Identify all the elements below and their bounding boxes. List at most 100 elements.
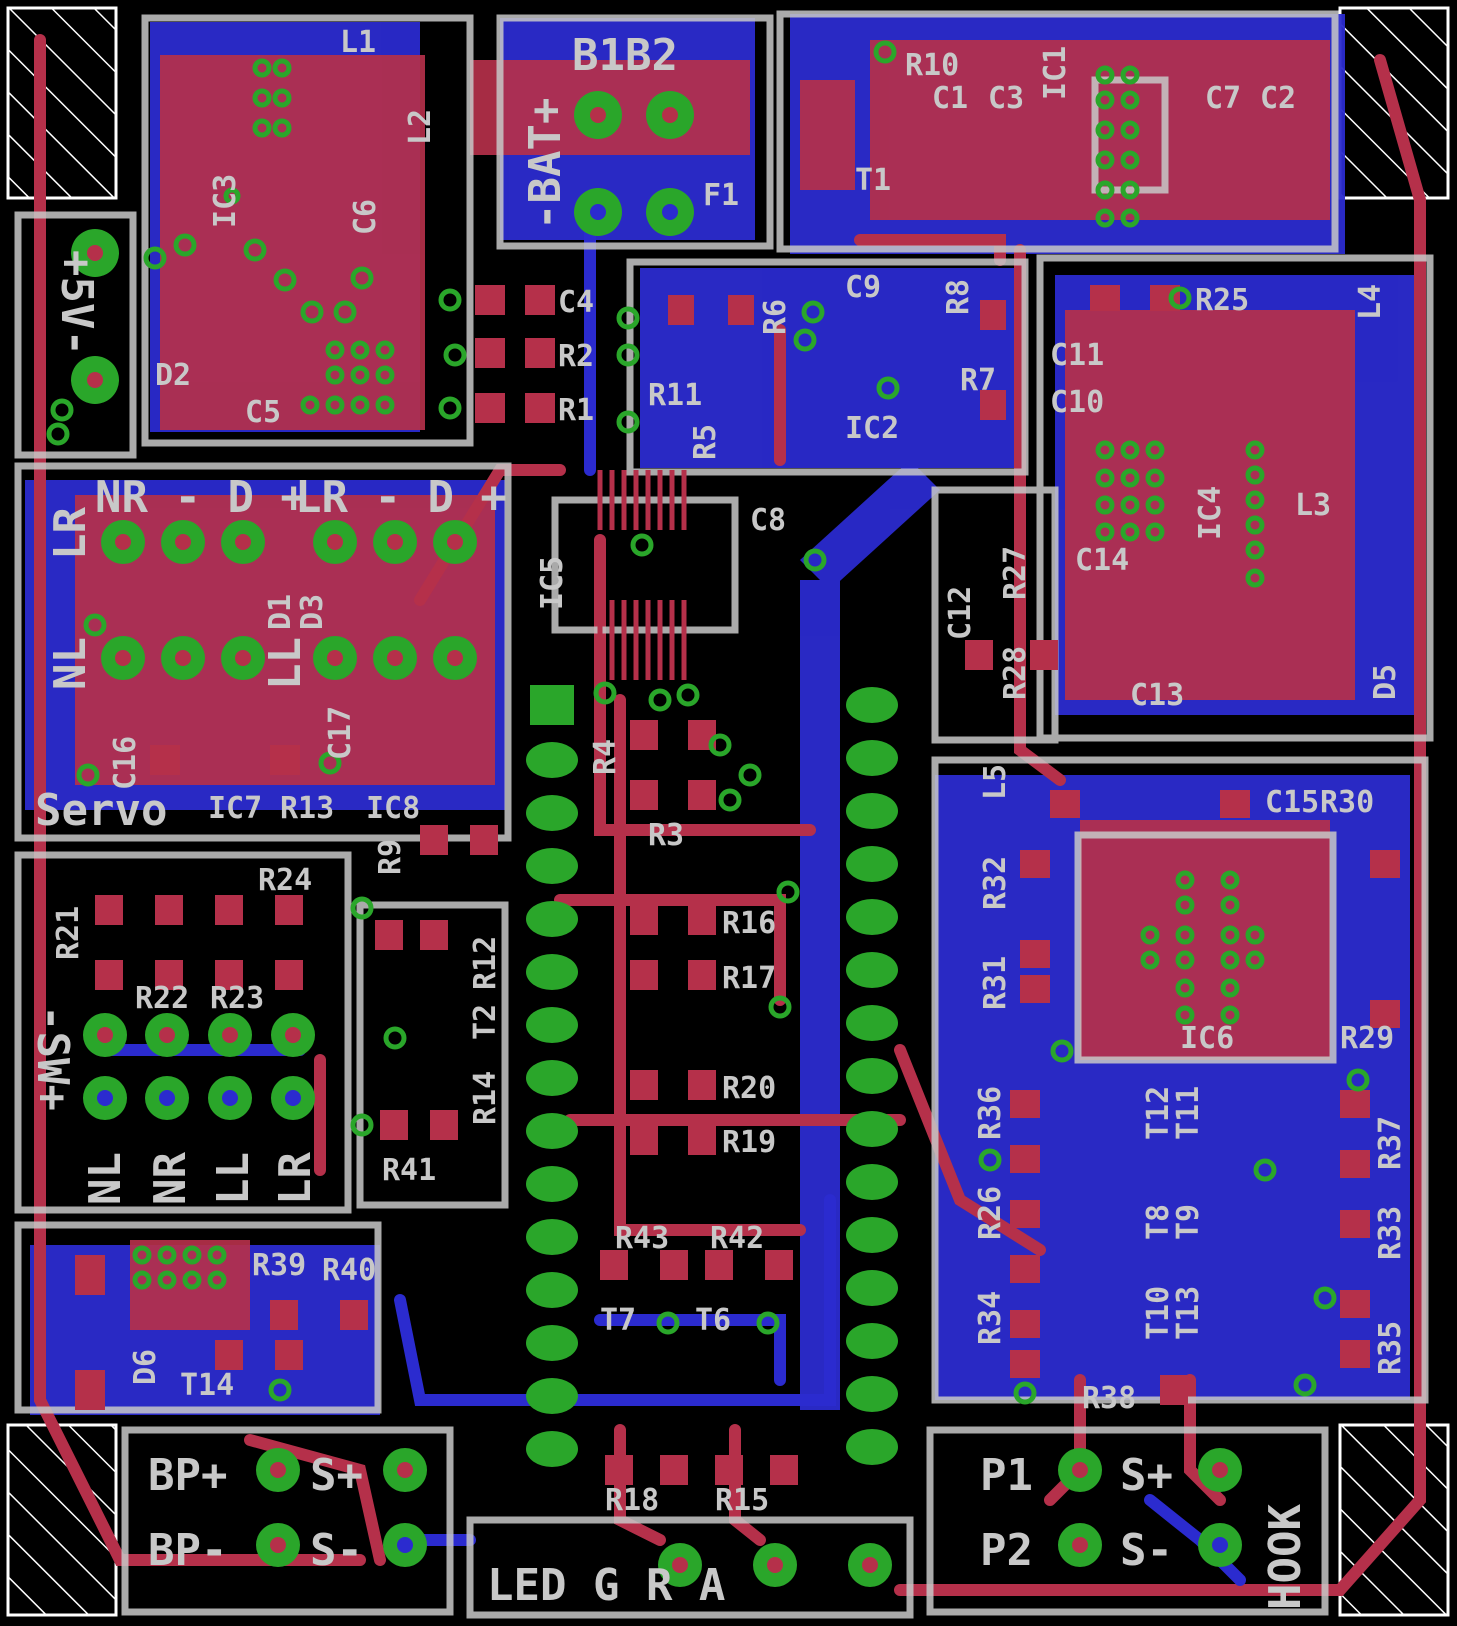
label-s-minus-right: S- (1120, 1525, 1173, 1576)
ref-label: R14 (468, 1071, 503, 1125)
ref-label: T1 (855, 163, 891, 198)
ref-label: IC7 (208, 791, 262, 826)
ref-label: R42 (710, 1221, 764, 1256)
ref-label: R16 (722, 906, 776, 941)
ref-label: T11 (1171, 1086, 1206, 1140)
ref-label: D3 (295, 594, 330, 630)
ref-label: L5 (978, 764, 1013, 800)
ref-label: R10 (905, 48, 959, 83)
ref-label: IC5 (535, 556, 570, 610)
ref-label: C17 (323, 706, 358, 760)
ref-label: T6 (695, 1303, 731, 1338)
ref-label: R25 (1195, 283, 1249, 318)
label-nl: NL (45, 637, 96, 690)
ref-label: C4 (558, 285, 594, 320)
ref-label: R43 (615, 1221, 669, 1256)
ref-label: R28 (998, 646, 1033, 700)
header-pins-left (526, 685, 578, 1467)
ref-label: R27 (998, 546, 1033, 600)
label-nr-header: NR - D + (95, 472, 307, 523)
ref-label: R5 (688, 424, 723, 460)
ref-label: T8 (1141, 1204, 1176, 1240)
ref-label: R8 (941, 279, 976, 315)
ref-label: R12 (468, 936, 503, 990)
ref-label: T2 (468, 1004, 503, 1040)
ref-label: T13 (1171, 1286, 1206, 1340)
ref-label: C3 (988, 81, 1024, 116)
ref-label: R9 (373, 839, 408, 875)
component-labels: L1 L2 IC3 C6 D2 C5 C4 R2 R1 F1 R10 C1 C3… (51, 25, 1408, 1518)
ref-label: L3 (1295, 488, 1331, 523)
ref-label: C7 (1205, 81, 1241, 116)
ref-label: R1 (558, 393, 594, 428)
label-led: LED G R A (487, 1560, 725, 1611)
label-lr-bottom: LR (270, 1152, 321, 1205)
ref-label: T10 (1141, 1286, 1176, 1340)
ref-label: R40 (322, 1253, 376, 1288)
ref-label: R4 (588, 739, 623, 775)
ref-label: R39 (252, 1248, 306, 1283)
label-bp-minus: BP- (148, 1525, 227, 1576)
ref-label: T9 (1171, 1204, 1206, 1240)
ref-label: R23 (210, 981, 264, 1016)
ref-label: C16 (108, 736, 143, 790)
ref-label: C9 (845, 270, 881, 305)
label-lr-header: LR - D + (295, 472, 507, 523)
ic5-pins (597, 470, 687, 680)
ref-label: IC6 (1180, 1021, 1234, 1056)
header-pins-right (846, 687, 898, 1465)
ref-label: C2 (1260, 81, 1296, 116)
ref-label: L4 (1353, 284, 1388, 320)
ref-label: IC3 (208, 174, 243, 228)
ref-label: R2 (558, 339, 594, 374)
ref-label: F1 (703, 178, 739, 213)
ref-label: R21 (51, 906, 86, 960)
ref-label: R13 (280, 791, 334, 826)
ref-label: R3 (648, 818, 684, 853)
label-s-plus: S+ (310, 1450, 363, 1501)
ref-label: R6 (758, 299, 793, 335)
ref-label: R19 (722, 1125, 776, 1160)
ref-label: C10 (1050, 385, 1104, 420)
ref-label: R17 (722, 961, 776, 996)
ref-label: IC8 (366, 791, 420, 826)
vias (46, 40, 1370, 1405)
ref-label: R32 (978, 856, 1013, 910)
ref-label: R18 (605, 1483, 659, 1518)
label-ll: LL (260, 637, 311, 690)
ref-label: D6 (128, 1349, 163, 1385)
ref-label: R11 (648, 378, 702, 413)
label-sw: -SW+ (27, 1005, 78, 1111)
ref-label: C15 (1265, 785, 1319, 820)
ref-label: D2 (155, 358, 191, 393)
ref-label: IC2 (845, 411, 899, 446)
ref-label: R22 (135, 981, 189, 1016)
label-bp-plus: BP+ (148, 1450, 227, 1501)
label-hook: HOOK (1260, 1504, 1311, 1610)
ref-label: C5 (245, 395, 281, 430)
label-nr-vertical: LR (45, 507, 96, 560)
ref-label: C14 (1075, 543, 1129, 578)
ref-label: R33 (1373, 1206, 1408, 1260)
ref-label: R26 (973, 1186, 1008, 1240)
label-plus5v: +5V- (51, 250, 102, 356)
label-p1: P1 (980, 1450, 1033, 1501)
ref-label: R36 (973, 1086, 1008, 1140)
ref-label: D1 (263, 594, 298, 630)
ref-label: C12 (943, 586, 978, 640)
ref-label: C6 (348, 199, 383, 235)
ref-label: IC1 (1038, 46, 1073, 100)
label-s-minus: S- (310, 1525, 363, 1576)
label-nr-bottom: NR (145, 1152, 196, 1205)
ref-label: R37 (1373, 1116, 1408, 1170)
ref-label: C8 (750, 503, 786, 538)
label-p2: P2 (980, 1525, 1033, 1576)
ref-label: C13 (1130, 678, 1184, 713)
ref-label: L2 (403, 109, 438, 145)
ref-label: R24 (258, 863, 312, 898)
label-b1b2: B1B2 (572, 30, 678, 81)
through-hole-drills (87, 107, 1228, 1573)
label-servo: Servo (35, 785, 167, 836)
label-bat: -BAT+ (520, 98, 571, 230)
